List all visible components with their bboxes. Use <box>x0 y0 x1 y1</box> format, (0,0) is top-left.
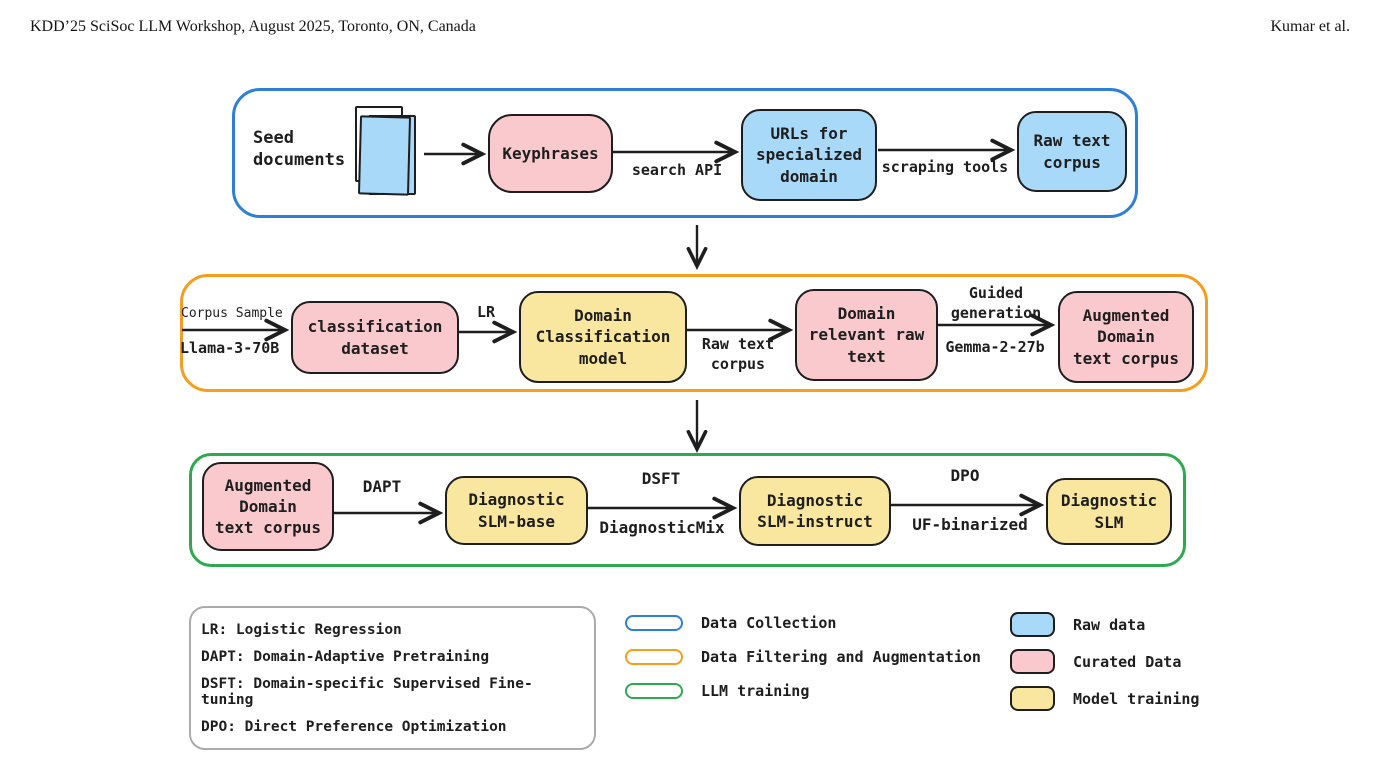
guided-generation-arrow-label: Guided generation <box>950 284 1042 322</box>
running-header: KDD’25 SciSoc LLM Workshop, August 2025,… <box>0 18 1376 40</box>
legend-row-data-filtering: Data Filtering and Augmentation <box>625 647 981 666</box>
node-type-legend: Raw data Curated Data Model training <box>1010 612 1199 711</box>
legend-label: Curated Data <box>1073 652 1182 671</box>
llama-3-70b-arrow-label: Llama-3-70B <box>180 339 280 357</box>
node-urls-for-specialized-domain: URLs for specialized domain <box>741 109 877 201</box>
dapt-arrow-label: DAPT <box>362 477 402 496</box>
search-api-arrow-label: search API <box>631 161 723 179</box>
gemma-2-27b-arrow-label: Gemma-2-27b <box>945 338 1045 356</box>
running-header-right: Kumar et al. <box>1270 18 1350 35</box>
scraping-tools-arrow-label: scraping tools <box>881 158 1009 176</box>
green-outline-swatch <box>625 682 683 699</box>
legend-row-data-collection: Data Collection <box>625 613 981 632</box>
document-page-front <box>357 115 412 196</box>
data-collection-stage-outline <box>232 88 1138 218</box>
orange-outline-swatch <box>625 648 683 665</box>
node-keyphrases: Keyphrases <box>488 114 613 193</box>
node-domain-relevant-raw-text: Domain relevant raw text <box>795 289 938 381</box>
legend-label: Data Filtering and Augmentation <box>701 647 981 666</box>
running-header-left: KDD’25 SciSoc LLM Workshop, August 2025,… <box>30 18 476 35</box>
blue-outline-swatch <box>625 614 683 631</box>
seed-documents-icon <box>353 106 425 202</box>
legend-label: Model training <box>1073 689 1200 708</box>
abbreviation-dpo: DPO: Direct Preference Optimization <box>201 718 507 735</box>
lr-arrow-label: LR <box>476 303 496 321</box>
stage-color-legend: Data Collection Data Filtering and Augme… <box>625 613 981 700</box>
yellow-fill-swatch <box>1010 686 1055 711</box>
node-augmented-domain-text-corpus: Augmented Domain text corpus <box>1058 291 1194 383</box>
corpus-sample-arrow-label: Corpus Sample <box>181 306 283 321</box>
abbreviation-lr: LR: Logistic Regression <box>201 621 402 638</box>
data-filtering-stage-outline <box>180 274 1208 392</box>
uf-binarized-arrow-label: UF-binarized <box>912 515 1028 534</box>
abbreviation-dsft: DSFT: Domain-specific Supervised Fine-tu… <box>201 675 533 708</box>
diagnosticmix-arrow-label: DiagnosticMix <box>599 518 725 537</box>
legend-label: Data Collection <box>701 613 837 632</box>
node-augmented-domain-text-corpus-2: Augmented Domain text corpus <box>202 462 334 551</box>
dsft-arrow-label: DSFT <box>641 469 681 488</box>
abbreviation-dapt: DAPT: Domain-Adaptive Pretraining <box>201 648 490 665</box>
node-domain-classification-model: Domain Classification model <box>519 291 687 383</box>
node-diagnostic-slm: Diagnostic SLM <box>1046 478 1172 545</box>
llm-training-stage-outline <box>189 453 1186 567</box>
legend-row-raw-data: Raw data <box>1010 612 1199 637</box>
node-diagnostic-slm-base: Diagnostic SLM-base <box>445 476 588 545</box>
seed-documents-label: Seed documents <box>253 128 346 171</box>
legend-label: LLM training <box>701 681 810 700</box>
legend-row-curated-data: Curated Data <box>1010 649 1199 674</box>
abbreviations-legend-box: LR: Logistic Regression DAPT: Domain-Ada… <box>189 606 596 750</box>
pink-fill-swatch <box>1010 649 1055 674</box>
legend-row-llm-training: LLM training <box>625 681 981 700</box>
raw-text-corpus-arrow-label: Raw text corpus <box>701 335 775 373</box>
legend-row-model-training: Model training <box>1010 686 1199 711</box>
dpo-arrow-label: DPO <box>950 466 980 485</box>
node-raw-text-corpus: Raw text corpus <box>1017 111 1127 192</box>
node-diagnostic-slm-instruct: Diagnostic SLM-instruct <box>739 476 891 546</box>
node-classification-dataset: classification dataset <box>291 301 459 374</box>
blue-fill-swatch <box>1010 612 1055 637</box>
legend-label: Raw data <box>1073 615 1146 634</box>
